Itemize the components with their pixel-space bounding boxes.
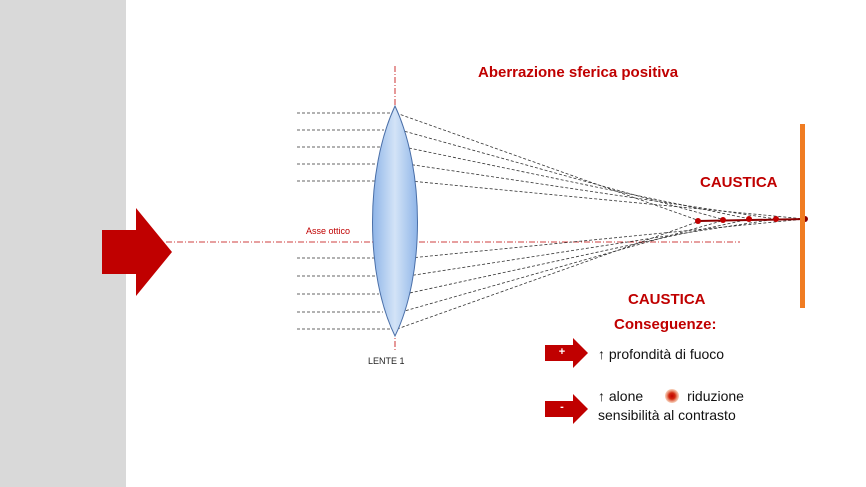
halo-dot-icon bbox=[665, 389, 679, 403]
lens-label: LENTE 1 bbox=[368, 356, 405, 366]
minus-arrow-icon bbox=[545, 394, 588, 424]
incoming-rays bbox=[297, 112, 392, 330]
consequences-subheading: Conseguenze: bbox=[614, 316, 717, 333]
optical-axis-label: Asse ottico bbox=[306, 226, 351, 236]
negative-effect-reduction-text: riduzione bbox=[687, 388, 744, 404]
negative-effect-line2: sensibilità al contrasto bbox=[598, 407, 736, 423]
plus-arrow-icon bbox=[545, 338, 588, 368]
negative-effect-line1: ↑ alone riduzione bbox=[598, 387, 744, 405]
big-red-arrow-icon bbox=[102, 208, 172, 296]
refracted-rays bbox=[395, 112, 806, 330]
diagram-title: Aberrazione sferica positiva bbox=[478, 64, 679, 81]
positive-effect-text: ↑ profondità di fuoco bbox=[598, 346, 725, 362]
caustic-point bbox=[695, 218, 701, 224]
caustic-point bbox=[773, 216, 779, 222]
image-screen bbox=[800, 124, 805, 308]
caustica-label: CAUSTICA bbox=[700, 174, 778, 191]
caustic-point bbox=[720, 217, 726, 223]
negative-effect-halo-text: ↑ alone bbox=[598, 388, 644, 404]
plus-symbol: + bbox=[558, 346, 566, 358]
lens-shape bbox=[372, 104, 418, 338]
minus-symbol: - bbox=[560, 401, 564, 413]
caustic-point bbox=[746, 216, 752, 222]
consequences-heading: CAUSTICA bbox=[628, 291, 706, 308]
